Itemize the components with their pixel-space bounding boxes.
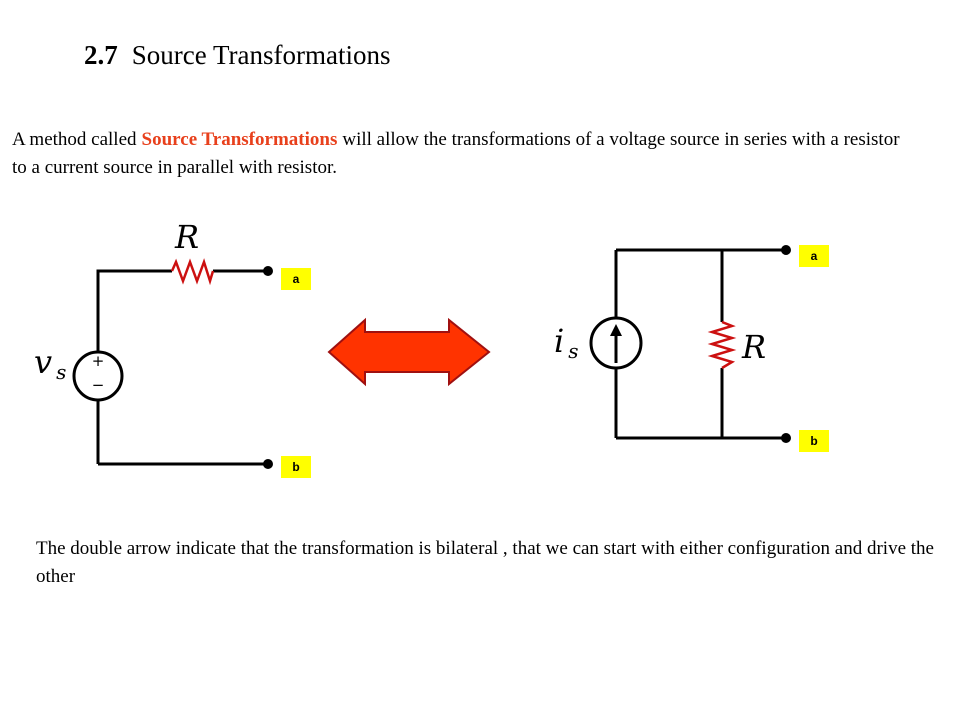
page-title: 2.7 Source Transformations bbox=[84, 40, 391, 71]
left-terminal-b-label: b bbox=[281, 456, 311, 478]
right-resistor-label: R bbox=[742, 328, 767, 366]
plus-sign: + bbox=[92, 352, 105, 370]
voltage-source-circle bbox=[72, 350, 124, 402]
right-terminal-a-dot bbox=[781, 245, 791, 255]
section-number: 2.7 bbox=[84, 40, 118, 70]
intro-highlight: Source Transformations bbox=[141, 129, 338, 150]
current-symbol: i bbox=[554, 322, 565, 360]
voltage-symbol: v bbox=[34, 343, 53, 381]
intro-text-before: A method called bbox=[12, 129, 137, 150]
section-title: Source Transformations bbox=[131, 40, 391, 70]
left-circuit: + − bbox=[72, 258, 273, 469]
left-terminal-a-dot bbox=[263, 266, 273, 276]
current-subscript: s bbox=[568, 339, 579, 363]
conclusion-paragraph: The double arrow indicate that the trans… bbox=[36, 538, 934, 587]
left-resistor-label: R bbox=[175, 218, 200, 256]
double-arrow-icon bbox=[327, 317, 491, 387]
right-resistor bbox=[707, 320, 737, 370]
intro-text-after: will allow the transformations of a volt… bbox=[12, 129, 900, 178]
left-wires bbox=[96, 269, 268, 466]
right-terminal-a-label: a bbox=[799, 245, 829, 267]
right-terminal-b-dot bbox=[781, 433, 791, 443]
right-circuit bbox=[589, 245, 791, 443]
voltage-subscript: s bbox=[56, 360, 67, 384]
left-top-wire bbox=[96, 269, 172, 352]
right-wires bbox=[614, 248, 786, 440]
current-arrow-head-icon bbox=[610, 324, 622, 336]
left-terminal-a-label: a bbox=[281, 268, 311, 290]
left-resistor bbox=[170, 258, 215, 286]
minus-sign: − bbox=[92, 376, 105, 394]
right-terminal-b-label: b bbox=[799, 430, 829, 452]
left-terminal-b-dot bbox=[263, 459, 273, 469]
